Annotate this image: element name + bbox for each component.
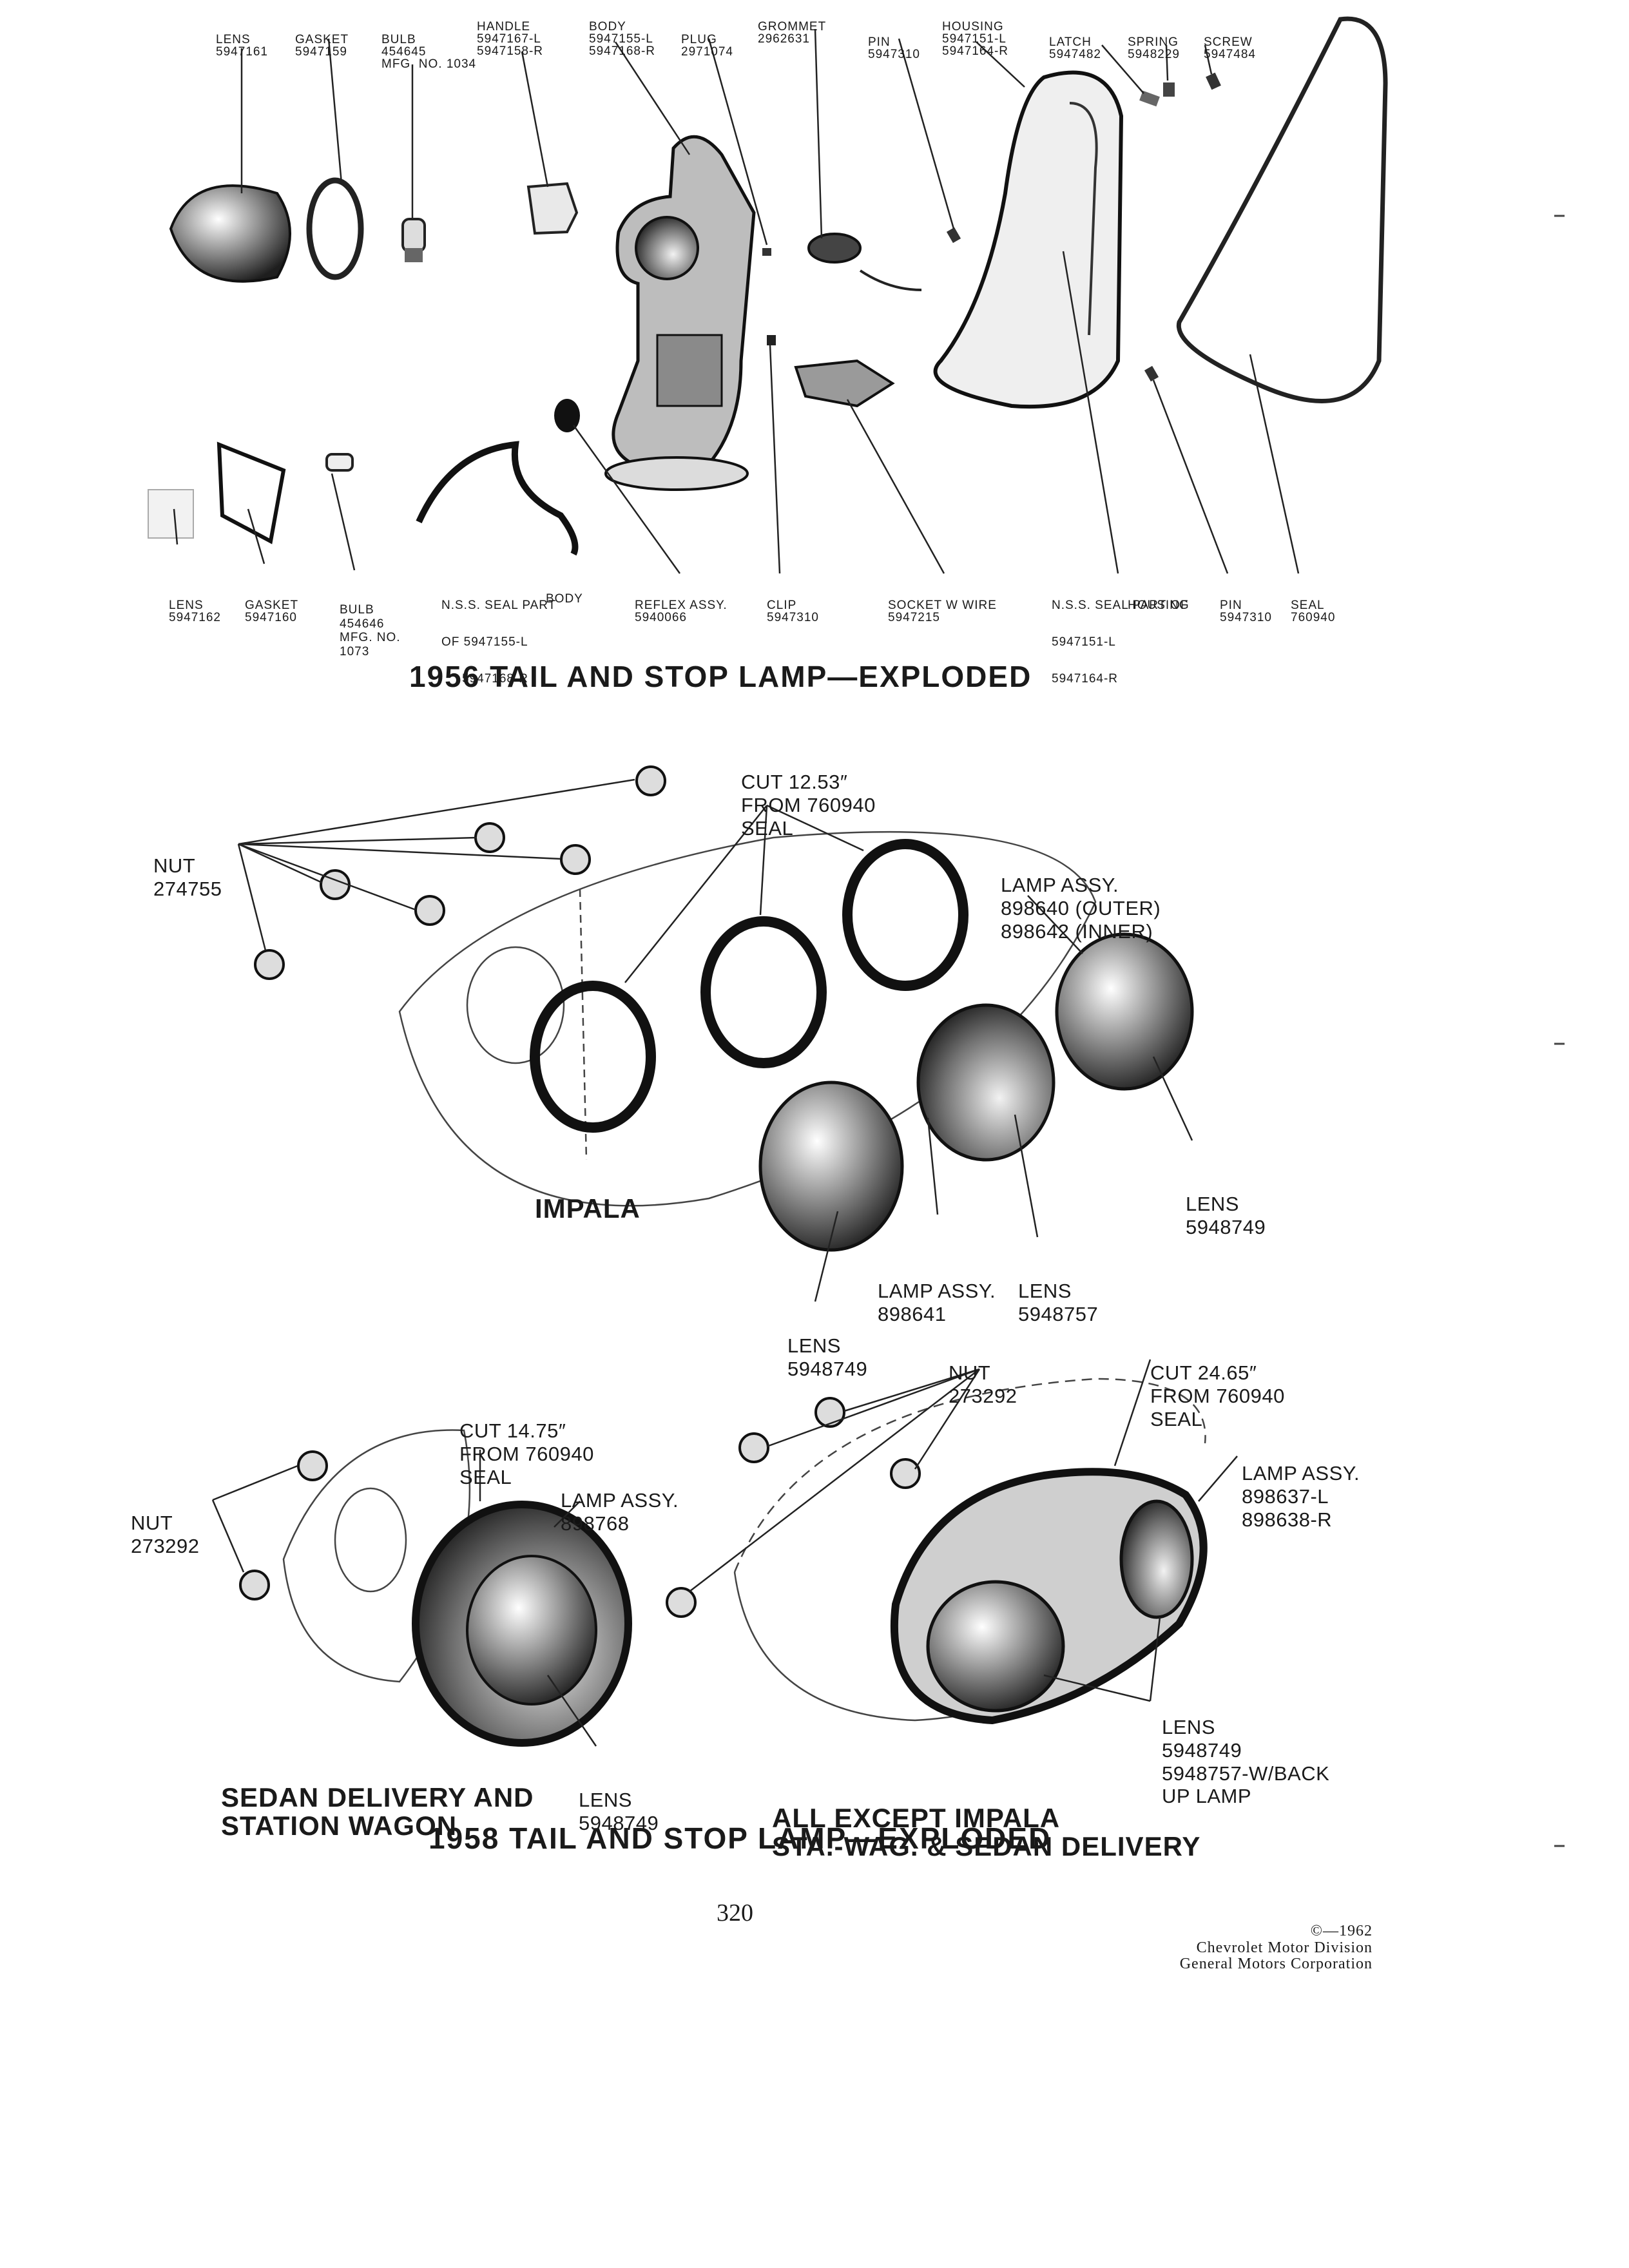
label-impala-lamp-assy: LAMP ASSY.898640 (OUTER)898642 (INNER)	[1001, 874, 1161, 943]
impala-seal-rings	[530, 839, 969, 1133]
label-nss-housing-suffix: HOUSING	[1128, 599, 1190, 612]
lower-1956-parts	[148, 335, 895, 556]
label-reflex-assy: REFLEX ASSY.5940066	[635, 599, 728, 624]
housing-part	[933, 70, 1124, 409]
title-1958: 1958 TAIL AND STOP LAMP—EXPLODED	[429, 1821, 1052, 1855]
sedan-leader-lines	[211, 1450, 597, 1747]
latch-spring-screw-parts	[1139, 72, 1221, 107]
pin-1956-part	[946, 227, 961, 244]
title-1956: 1956 TAIL AND STOP LAMP—EXPLODED	[409, 660, 1032, 693]
except-leader-lines	[689, 1359, 1238, 1702]
label-nss-seal-body: N.S.S. SEAL PART OF 5947155-L 5947168-R	[441, 599, 557, 686]
label-nss-seal-housing: N.S.S. SEAL PART OF 5947151-L 5947164-R	[1052, 599, 1189, 686]
gasket-1956-part	[306, 177, 364, 280]
bulb-1956-part	[401, 218, 426, 262]
page-number: 320	[717, 1899, 753, 1927]
impala-panel-outline	[398, 831, 1097, 1207]
sedan-lamp-assembly	[412, 1501, 632, 1747]
label-impala-lamp-assy-mid: LAMP ASSY.898641	[878, 1280, 996, 1325]
label-nss-body-suffix: BODY	[546, 592, 583, 606]
seal-ring-part	[1176, 16, 1388, 403]
handle-part	[526, 182, 579, 235]
grommet-part	[807, 233, 922, 291]
impala-lamp-assemblies	[758, 932, 1194, 1252]
label-sedan-lamp-assy: LAMP ASSY.898768	[561, 1489, 679, 1535]
impala-leader-lines	[237, 778, 1193, 1302]
label-impala-section: IMPALA	[535, 1193, 641, 1224]
leader-lines-1956	[173, 28, 1300, 574]
except-lamp-assembly	[890, 1468, 1208, 1725]
sedan-nuts	[239, 1450, 328, 1600]
margin-marks	[1554, 215, 1565, 1847]
plug-part	[762, 248, 771, 256]
lens-1956-part	[169, 184, 291, 283]
except-nuts	[666, 1397, 921, 1618]
body-part	[604, 135, 756, 491]
pin-1956-lower-part	[1144, 365, 1159, 382]
